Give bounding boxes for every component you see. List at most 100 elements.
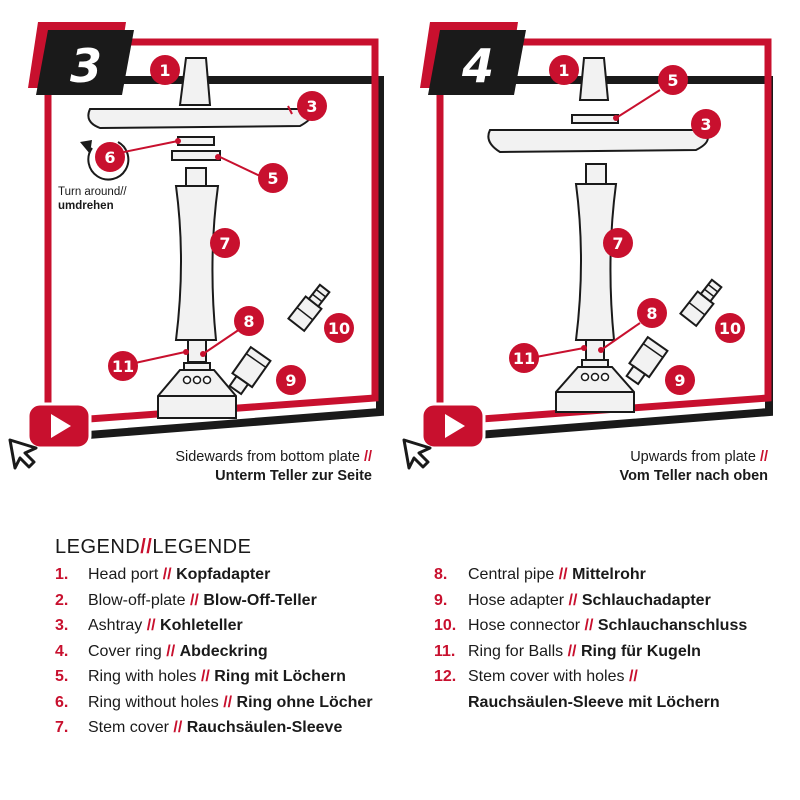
p3-central-pipe	[187, 339, 207, 363]
p3-callout-7: 7	[210, 228, 240, 258]
panel-step-4: 4 1 5	[402, 22, 773, 470]
svg-text:3: 3	[700, 115, 711, 134]
panel-4-frame	[436, 38, 772, 426]
cursor-arrow-icon	[8, 438, 38, 470]
svg-text:5: 5	[667, 71, 678, 90]
p4-base-hole	[580, 372, 590, 382]
p3-stem-top	[185, 167, 207, 187]
panel-4-caption-en: Upwards from plate	[630, 449, 756, 465]
p4-callout-dot	[613, 115, 619, 121]
legend-item-de: Ring mit Löchern	[214, 668, 346, 685]
legend-item-en: Ring for Balls	[468, 642, 564, 660]
legend-item-de: Ring für Kugeln	[580, 642, 701, 660]
legend-item: 3.Ashtray // Kohleteller	[55, 617, 373, 643]
legend-item-number: 4.	[55, 642, 69, 660]
youtube-play-icon[interactable]	[420, 402, 486, 450]
turn-around-en: Turn around//	[58, 186, 127, 198]
panel-3-step-number: 3	[70, 39, 102, 93]
p4-hose-connector	[679, 278, 723, 328]
panel-3-step-badge	[36, 30, 134, 95]
p3-callout-lines	[123, 105, 293, 364]
legend-item-sep: //	[628, 668, 638, 685]
svg-text:10: 10	[719, 319, 741, 338]
panel-3-caption: Sidewards from bottom plate // Unterm Te…	[175, 448, 372, 486]
svg-text:8: 8	[646, 304, 657, 323]
legend-list-right: 8.Central pipe // Mittelrohr 9.Hose adap…	[434, 566, 747, 719]
legend-title-en: LEGEND	[55, 536, 141, 558]
legend-item-number: 10.	[434, 617, 457, 634]
p3-ring-for-balls	[183, 362, 211, 371]
legend-item-en: Blow-off-plate	[88, 591, 186, 609]
legend-item-number: 7.	[55, 719, 69, 736]
p4-base-hole	[590, 372, 600, 382]
p3-plate	[87, 108, 313, 130]
legend-item-en: Ring without holes	[88, 693, 219, 711]
legend-item-de: Schlauchanschluss	[597, 617, 748, 634]
legend-item-number: 8.	[434, 566, 448, 583]
legend-item-sep: //	[166, 642, 176, 660]
svg-text:11: 11	[513, 349, 535, 368]
cursor-arrow-icon	[402, 438, 432, 470]
panel-step-3: 3	[8, 22, 384, 470]
p4-base-hole	[600, 372, 610, 382]
legend-item-en: Head port	[88, 566, 159, 583]
p3-callout-dot	[183, 349, 189, 355]
legend-item-sep: //	[558, 566, 568, 583]
p3-hose-connector	[287, 283, 331, 333]
legend-item-sep: //	[146, 617, 156, 634]
p3-base-hole	[182, 375, 192, 385]
p3-callout-9: 9	[276, 365, 306, 395]
p3-callout-5: 5	[258, 163, 288, 193]
youtube-play-icon[interactable]	[26, 402, 92, 450]
legend-item: 4.Cover ring // Abdeckring	[55, 643, 373, 669]
legend-item-en: Stem cover with holes	[468, 668, 625, 685]
legend-item-sep: //	[568, 591, 578, 609]
p3-callout-dot	[175, 138, 181, 144]
legend-item-de: Kohleteller	[160, 617, 243, 634]
p3-head-port	[178, 57, 212, 106]
p4-callout-7: 7	[603, 228, 633, 258]
svg-text:10: 10	[328, 319, 350, 338]
legend-item-en: Stem cover	[88, 719, 169, 736]
svg-text:7: 7	[612, 234, 623, 253]
legend-title: LEGEND//LEGENDE	[55, 536, 251, 559]
legend-item-en: Ring with holes	[88, 668, 197, 685]
p3-hose-adapter	[228, 345, 272, 396]
legend-item-de: Rauchsäulen-Sleeve	[186, 719, 343, 736]
p3-callout-1: 1	[150, 55, 180, 85]
legend-item-number: 11.	[434, 642, 456, 660]
turn-around-label: Turn around// umdrehen	[58, 185, 127, 213]
rotate-arrow-head	[80, 140, 92, 154]
p3-base-hole	[202, 375, 212, 385]
panel-3-frame	[44, 38, 379, 426]
svg-text:11: 11	[112, 357, 134, 376]
p4-callout-11: 11	[509, 343, 539, 373]
legend-item-number: 3.	[55, 617, 69, 634]
legend-list-left: 1.Head port // Kopfadapter 2.Blow-off-pl…	[55, 566, 373, 745]
legend-title-de: LEGENDE	[152, 536, 252, 558]
panel-4-step-badge	[428, 30, 526, 95]
p3-callout-dot	[200, 351, 206, 357]
legend-item: 9.Hose adapter // Schlauchadapter	[434, 592, 747, 618]
legend-item-sep: //	[223, 693, 233, 711]
legend-item-sep: //	[200, 668, 210, 685]
legend-item-en: Central pipe	[468, 566, 555, 583]
legend-item-de: Ring ohne Löcher	[236, 693, 373, 711]
legend-item: 10.Hose connector // Schlauchanschluss	[434, 617, 747, 643]
panel-4-caption-sep: //	[759, 449, 768, 465]
legend-title-sep: //	[140, 536, 153, 558]
svg-text:1: 1	[159, 61, 170, 80]
p3-callout-6: 6	[95, 142, 125, 172]
p4-stem-cover	[574, 183, 618, 341]
legend-item-de: Abdeckring	[179, 642, 268, 660]
svg-text:7: 7	[219, 234, 230, 253]
svg-text:8: 8	[243, 312, 254, 331]
legend-item-number: 1.	[55, 566, 69, 583]
legend-item: 12.Stem cover with holes //	[434, 668, 747, 694]
legend-item: 2.Blow-off-plate // Blow-Off-Teller	[55, 592, 373, 618]
svg-text:1: 1	[558, 61, 569, 80]
legend-item-en: Hose connector	[468, 617, 581, 634]
panel-4-step-number: 4	[461, 39, 494, 93]
p3-ring-without-holes	[177, 136, 215, 146]
